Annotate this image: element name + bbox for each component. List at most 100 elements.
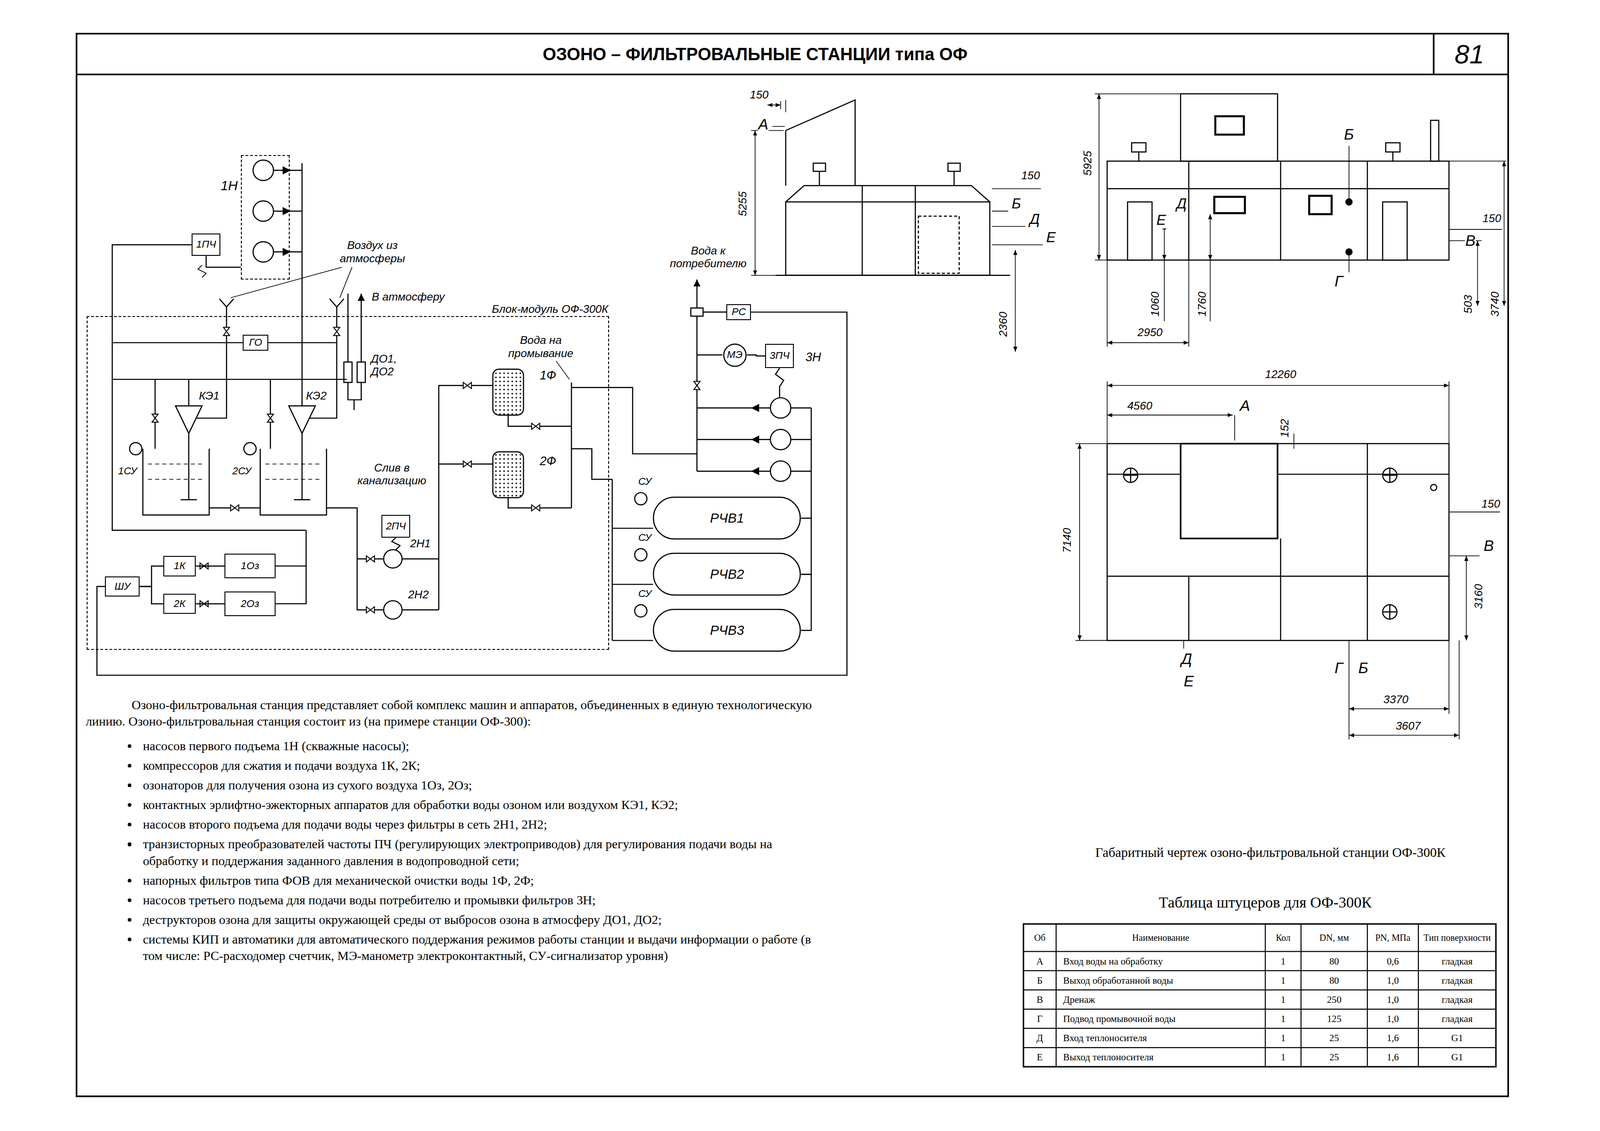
table-cell: 1,0	[1368, 990, 1418, 1010]
building-drawing-part	[1345, 249, 1352, 256]
building-drawing-part	[1107, 161, 1449, 261]
table-cell: 25	[1302, 1047, 1367, 1068]
dimension-lines-part	[1079, 443, 1081, 642]
dimension-lines-part	[767, 104, 781, 106]
building-drawing-part	[1430, 484, 1437, 491]
building-drawing-part	[1382, 468, 1397, 483]
building-drawing-part	[1382, 604, 1397, 620]
dimension-label: 3370	[1382, 693, 1409, 707]
box-label: РЧВ2	[709, 567, 745, 582]
dimension-label: Е	[1156, 212, 1167, 229]
schematic-pipes-part	[195, 307, 337, 419]
table-cell: В	[1024, 990, 1056, 1010]
schematic-pipes-part	[383, 549, 402, 569]
valve-symbols-part	[463, 461, 472, 468]
schematic-pipes-part	[348, 293, 362, 363]
pipe-connector	[195, 565, 225, 567]
bullet-dot	[127, 744, 132, 749]
pipe-connector	[746, 354, 766, 356]
schematic-pipes-part	[634, 604, 647, 618]
schematic-pipes-part	[690, 307, 704, 317]
table-cell: 125	[1302, 1009, 1367, 1029]
valve-symbols-part	[267, 414, 274, 423]
valve-symbols-part	[366, 556, 375, 563]
extension-lines-part	[1164, 260, 1211, 322]
table-cell: DN, мм	[1302, 924, 1367, 952]
dimension-label: В	[1464, 232, 1476, 251]
schematic-pipes-part	[357, 362, 366, 383]
group-heading: Блок-модуль ОФ-300К	[491, 302, 609, 316]
table-cell: Г	[1024, 1009, 1056, 1029]
table-cell: G1	[1419, 1047, 1496, 1068]
bullet-dot	[127, 842, 132, 847]
valve-symbols	[151, 327, 700, 614]
schematic-pipes-part	[634, 492, 647, 506]
dimension-lines-part	[754, 130, 756, 276]
building-drawing-part	[1382, 604, 1397, 620]
table-cell: 1,0	[1368, 1009, 1418, 1029]
dimension-lines-part	[1015, 250, 1017, 353]
box-label: МЭ	[726, 349, 743, 361]
schematic-pipes-part	[492, 369, 524, 416]
box-label: РС	[731, 306, 746, 318]
extension-lines-part	[1349, 640, 1460, 740]
table-cell: А	[1024, 952, 1056, 972]
valve-symbols-part	[531, 423, 540, 430]
building-drawing-part	[1385, 142, 1400, 152]
table-grid-part	[1023, 924, 1496, 1068]
dimension-label: 12260	[1264, 368, 1297, 381]
pump-group: 1Н	[240, 155, 290, 280]
dimension-label: 5925	[1081, 150, 1095, 177]
box-label: 1Оз	[240, 560, 260, 573]
table-cell: Е	[1024, 1047, 1056, 1068]
schematic-label: Вода к потребителю	[667, 244, 750, 271]
table-cell: Б	[1024, 971, 1056, 991]
dimension-lines-part	[1349, 735, 1460, 737]
table-cell: 1	[1266, 1028, 1300, 1048]
table-cell: гладкая	[1419, 952, 1496, 972]
table-title: Таблица штуцеров для ОФ-300К	[1158, 894, 1373, 913]
ozonator-box: 2Оз	[224, 591, 276, 617]
dimension-label: А	[757, 115, 769, 134]
page-frame-part	[76, 33, 1509, 75]
building-drawing-part	[1382, 468, 1397, 483]
building-drawing-part	[775, 275, 1011, 277]
table-cell: гладкая	[1419, 1009, 1496, 1029]
building-drawing-part	[1309, 195, 1332, 214]
dimension-label: 152	[1278, 418, 1292, 439]
dimension-label: Б	[1357, 659, 1369, 678]
schematic-label: Воздух из атмосферы	[331, 239, 414, 266]
building-drawing-part	[1392, 151, 1394, 162]
building-drawing-part	[1107, 443, 1449, 642]
table-cell: 80	[1302, 952, 1367, 972]
building-drawing-part	[813, 163, 826, 172]
box-label: 3ПЧ	[769, 350, 790, 362]
list-item: озонаторов для получения озона из сухого…	[142, 777, 819, 794]
dimension-label: Е	[1045, 229, 1057, 246]
dimension-label: Д	[1176, 195, 1188, 213]
table-cell: Дренаж	[1057, 990, 1265, 1010]
extension-lines-part	[1349, 145, 1507, 273]
dimension-label: 7140	[1060, 527, 1074, 554]
dimension-label: 1060	[1148, 291, 1162, 318]
table-cell: 1	[1266, 971, 1300, 991]
figure-caption: Габаритный чертеж озоно-фильтровальной с…	[1094, 845, 1447, 861]
ozonator-box: 1Оз	[224, 553, 276, 579]
list-item: насосов второго подъема для подачи воды …	[142, 816, 819, 834]
pipe-connector	[139, 566, 163, 587]
schematic-pipes-part	[198, 265, 207, 278]
tank-capsule: РЧВ2	[652, 552, 801, 596]
pipe-connector	[801, 574, 812, 631]
page-title: ОЗОНО – ФИЛЬТРОВАЛЬНЫЕ СТАНЦИИ типа ОФ	[542, 44, 968, 64]
dimension-label: А	[1239, 397, 1251, 416]
building-drawing-part	[1123, 468, 1138, 483]
schematic-pipes-part	[571, 312, 727, 454]
bullet-dot	[127, 764, 132, 768]
capsule-outline	[653, 497, 801, 539]
list-item: системы КИП и автоматики для автоматичес…	[142, 931, 819, 965]
valve-symbols-part	[223, 327, 230, 336]
box-label: 2Оз	[240, 598, 260, 610]
building-drawing-part	[953, 171, 955, 186]
schematic-pipes-part	[571, 448, 654, 641]
valve-symbols-part	[333, 327, 340, 336]
